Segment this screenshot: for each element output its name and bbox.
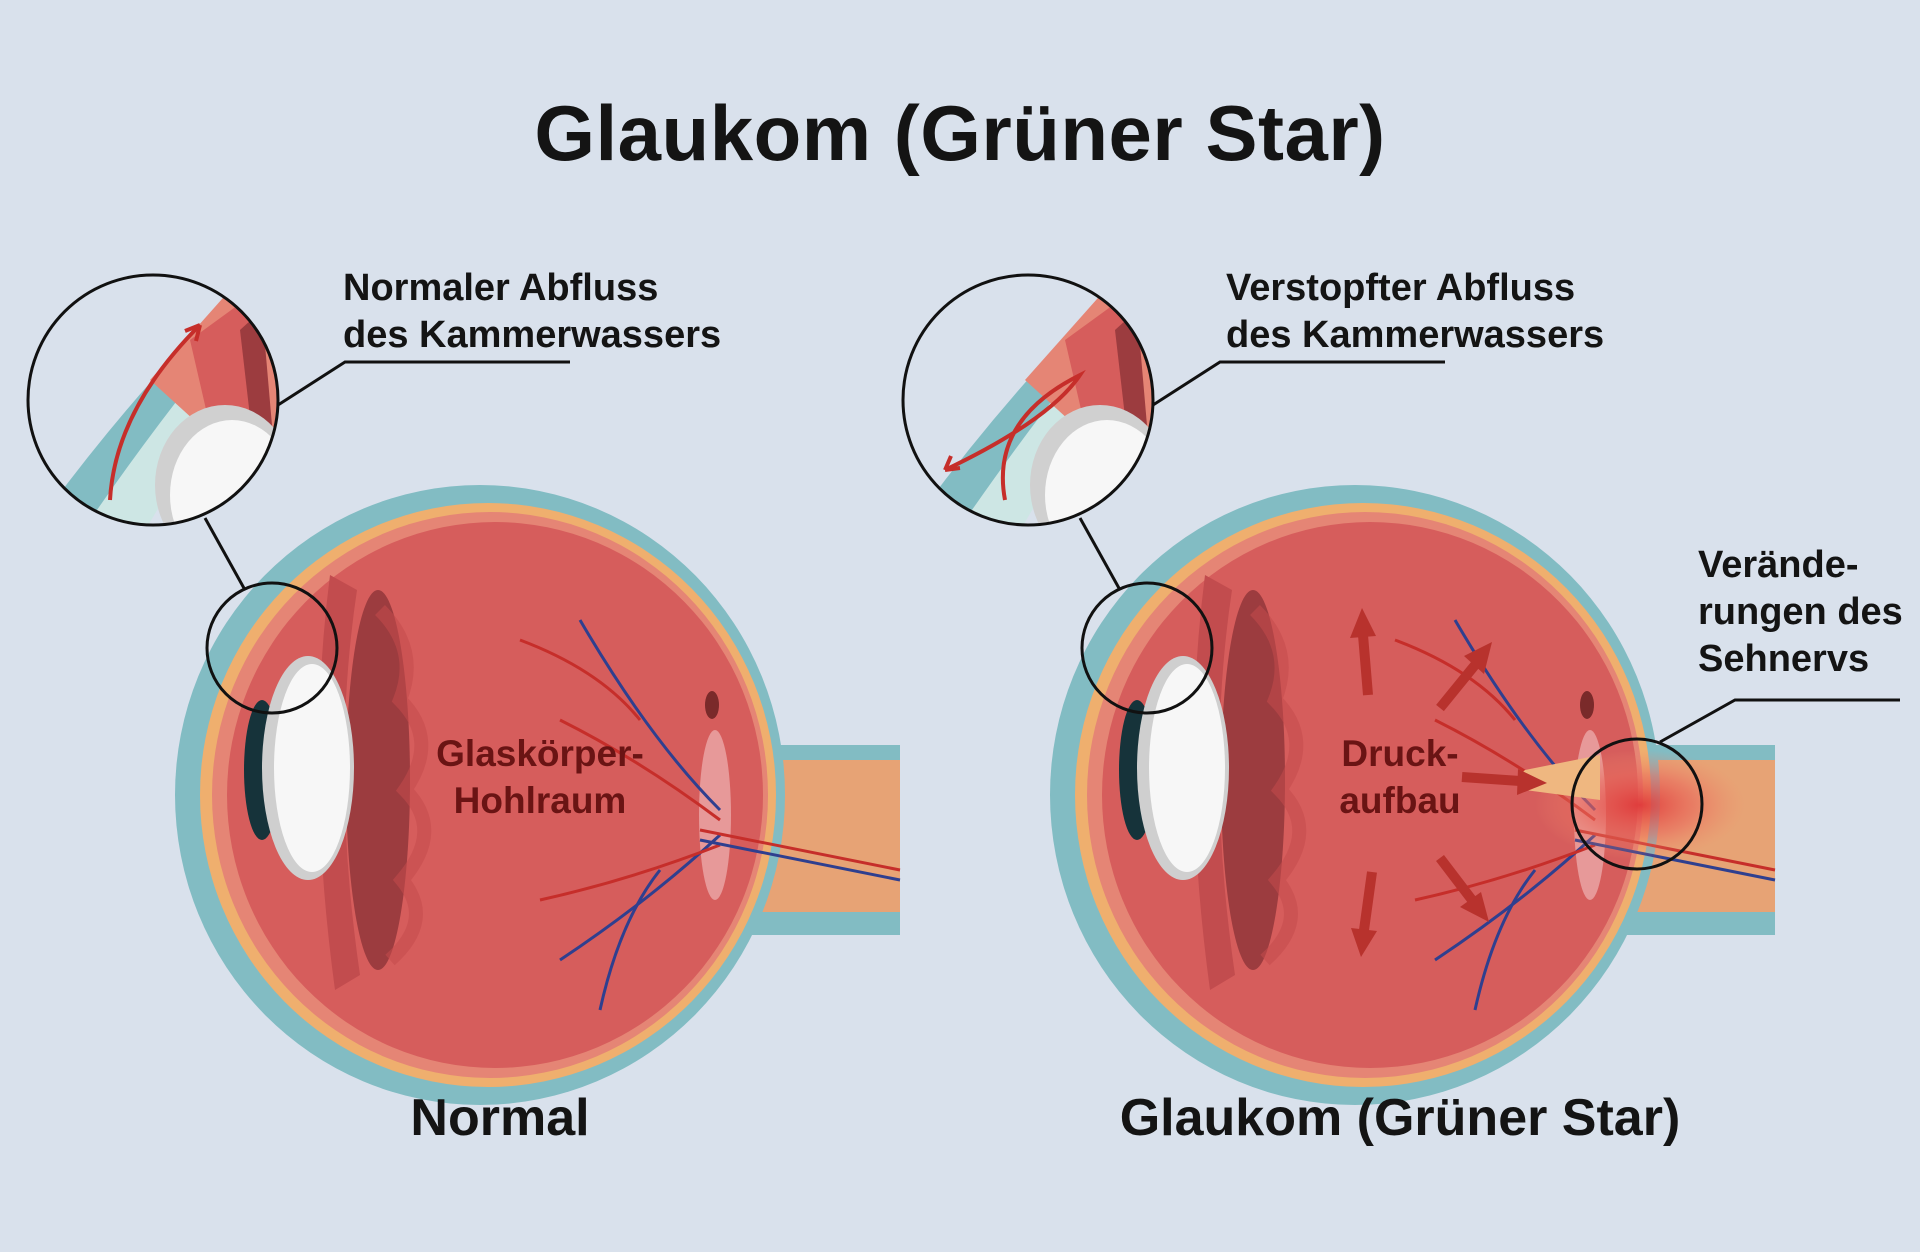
nerve-change-line3: Sehnervs (1698, 638, 1870, 680)
glaucoma-callout-line1: Verstopfter Abfluss (1226, 267, 1576, 309)
vitreous-label: Glaskörper- Hohlraum (425, 730, 655, 824)
normal-callout-line (277, 360, 570, 407)
normal-focus-circle (205, 581, 339, 715)
glaucoma-focus-circle (1080, 581, 1214, 715)
glaucoma-callout-line (1152, 360, 1445, 407)
nerve-focus-circle (1570, 737, 1704, 871)
vitreous-label-line2: Hohlraum (453, 780, 627, 821)
nerve-change-line1: Verände- (1698, 544, 1859, 586)
pressure-label: Druck- aufbau (1325, 730, 1475, 824)
glaucoma-magnifier (901, 273, 1155, 527)
normal-callout-line1: Normaler Abfluss (343, 267, 659, 309)
pressure-arrows (1350, 608, 1547, 957)
glaucoma-callout-line2: des Kammerwassers (1226, 314, 1605, 356)
nerve-change-line2: rungen des (1698, 591, 1903, 633)
glaucoma-panel-label: Glaukom (Grüner Star) (1119, 1089, 1681, 1147)
nerve-callout-line (1659, 698, 1900, 744)
pressure-label-line1: Druck- (1341, 733, 1459, 774)
normal-magnifier (26, 273, 280, 527)
normal-panel-label: Normal (410, 1089, 590, 1147)
normal-callout-label: Normaler Abfluss des Kammerwassers (343, 265, 721, 359)
pressure-label-line2: aufbau (1339, 780, 1461, 821)
glaucoma-callout-label: Verstopfter Abfluss des Kammerwassers (1226, 265, 1604, 359)
page-title: Glaukom (Grüner Star) (534, 89, 1386, 177)
nerve-change-label: Verände- rungen des Sehnervs (1698, 542, 1903, 683)
normal-callout-line2: des Kammerwassers (343, 314, 722, 356)
vitreous-label-line1: Glaskörper- (436, 733, 644, 774)
